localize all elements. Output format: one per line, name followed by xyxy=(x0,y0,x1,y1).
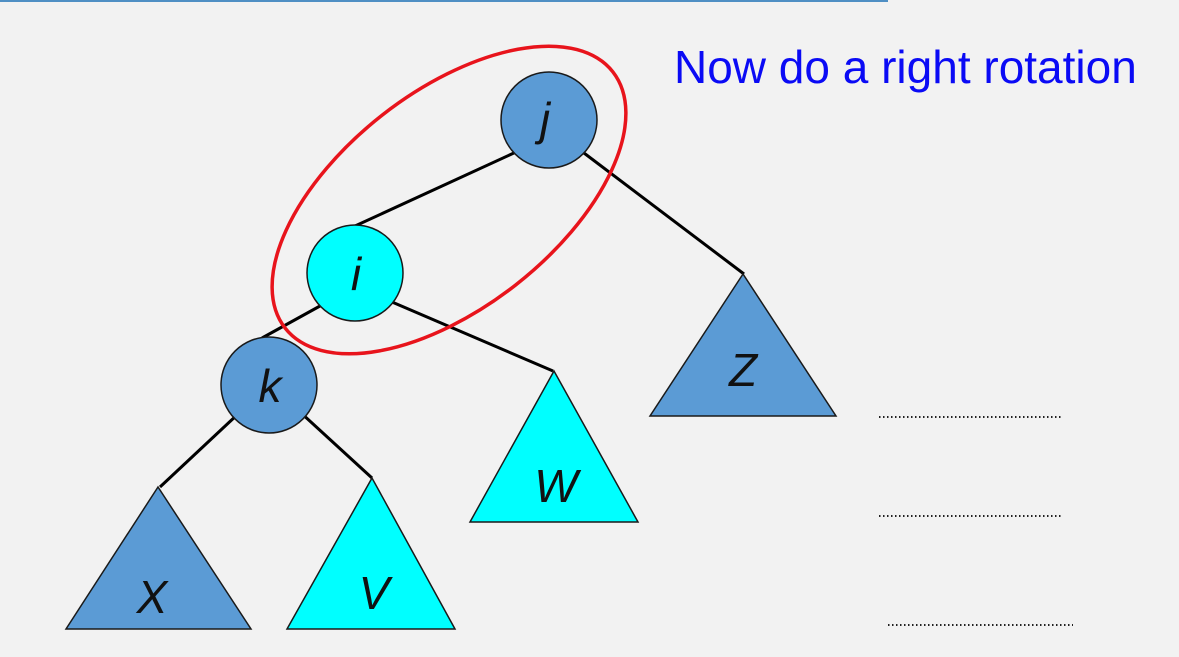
edge-i-k xyxy=(261,304,321,340)
subtree-z-triangle xyxy=(648,272,838,417)
edge-k-x xyxy=(158,412,240,489)
subtree-z-label: Z xyxy=(728,344,759,396)
edge-k-v xyxy=(298,410,374,480)
subtree-v-triangle xyxy=(285,476,457,630)
edge-j-i xyxy=(354,150,517,228)
subtree-x-label: X xyxy=(136,571,170,623)
subtree-v-label: V xyxy=(359,567,394,619)
node-k-label: k xyxy=(259,360,284,412)
node-j-circle xyxy=(500,71,598,169)
rotation-highlight-ellipse xyxy=(270,44,628,356)
edges xyxy=(158,148,745,489)
subtree-w-triangle xyxy=(468,369,640,523)
subtree-w-label: W xyxy=(534,460,582,512)
subtree-x-triangle xyxy=(64,485,253,630)
caption-text: Now do a right rotation xyxy=(674,41,1137,93)
top-rule-line xyxy=(0,0,888,2)
edge-j-z xyxy=(579,148,745,276)
node-k-circle xyxy=(220,336,318,434)
edge-i-w xyxy=(391,300,554,373)
node-i-circle xyxy=(306,224,404,322)
node-i-label: i xyxy=(351,248,363,300)
blank-lines xyxy=(879,416,1073,626)
